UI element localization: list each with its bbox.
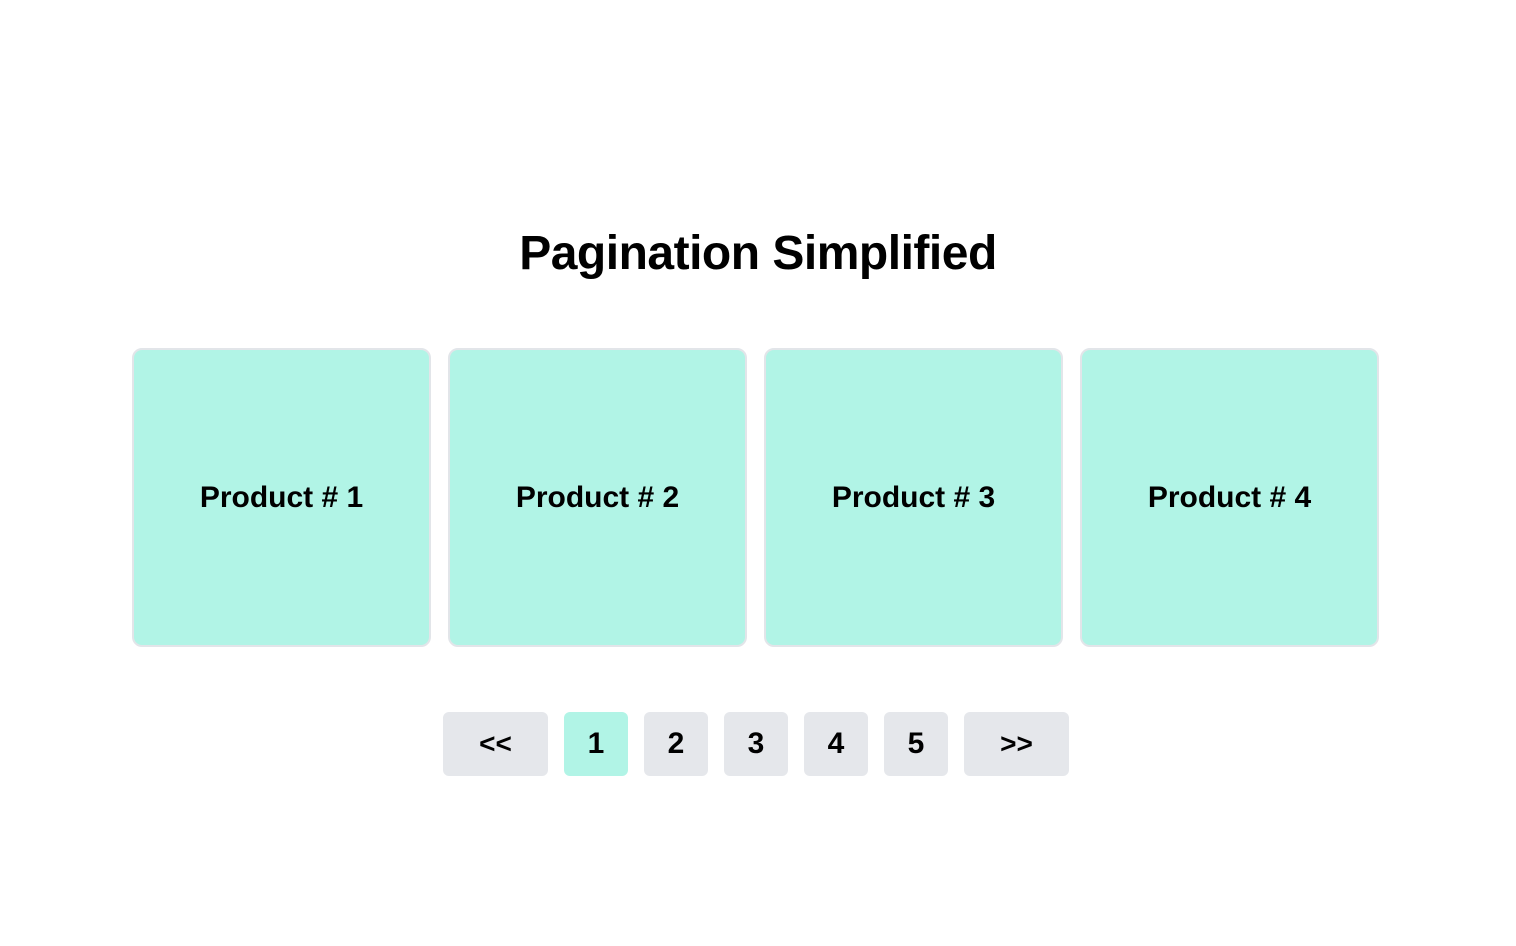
prev-page-button[interactable]: <<: [443, 712, 548, 776]
page-button-5[interactable]: 5: [884, 712, 948, 776]
page-button-4[interactable]: 4: [804, 712, 868, 776]
product-card-label: Product # 1: [199, 480, 364, 514]
product-card[interactable]: Product # 1: [132, 348, 431, 647]
page-button-2[interactable]: 2: [644, 712, 708, 776]
product-card-label: Product # 4: [1147, 480, 1312, 514]
next-page-button[interactable]: >>: [964, 712, 1069, 776]
product-card-label: Product # 2: [515, 480, 680, 514]
product-card[interactable]: Product # 2: [448, 348, 747, 647]
product-card-label: Product # 3: [831, 480, 996, 514]
pagination: << 1 2 3 4 5 >>: [443, 712, 1069, 776]
page-button-1[interactable]: 1: [564, 712, 628, 776]
page-title: Pagination Simplified: [519, 227, 997, 280]
page-button-3[interactable]: 3: [724, 712, 788, 776]
product-grid: Product # 1 Product # 2 Product # 3 Prod…: [132, 348, 1379, 647]
product-card[interactable]: Product # 4: [1080, 348, 1379, 647]
product-card[interactable]: Product # 3: [764, 348, 1063, 647]
